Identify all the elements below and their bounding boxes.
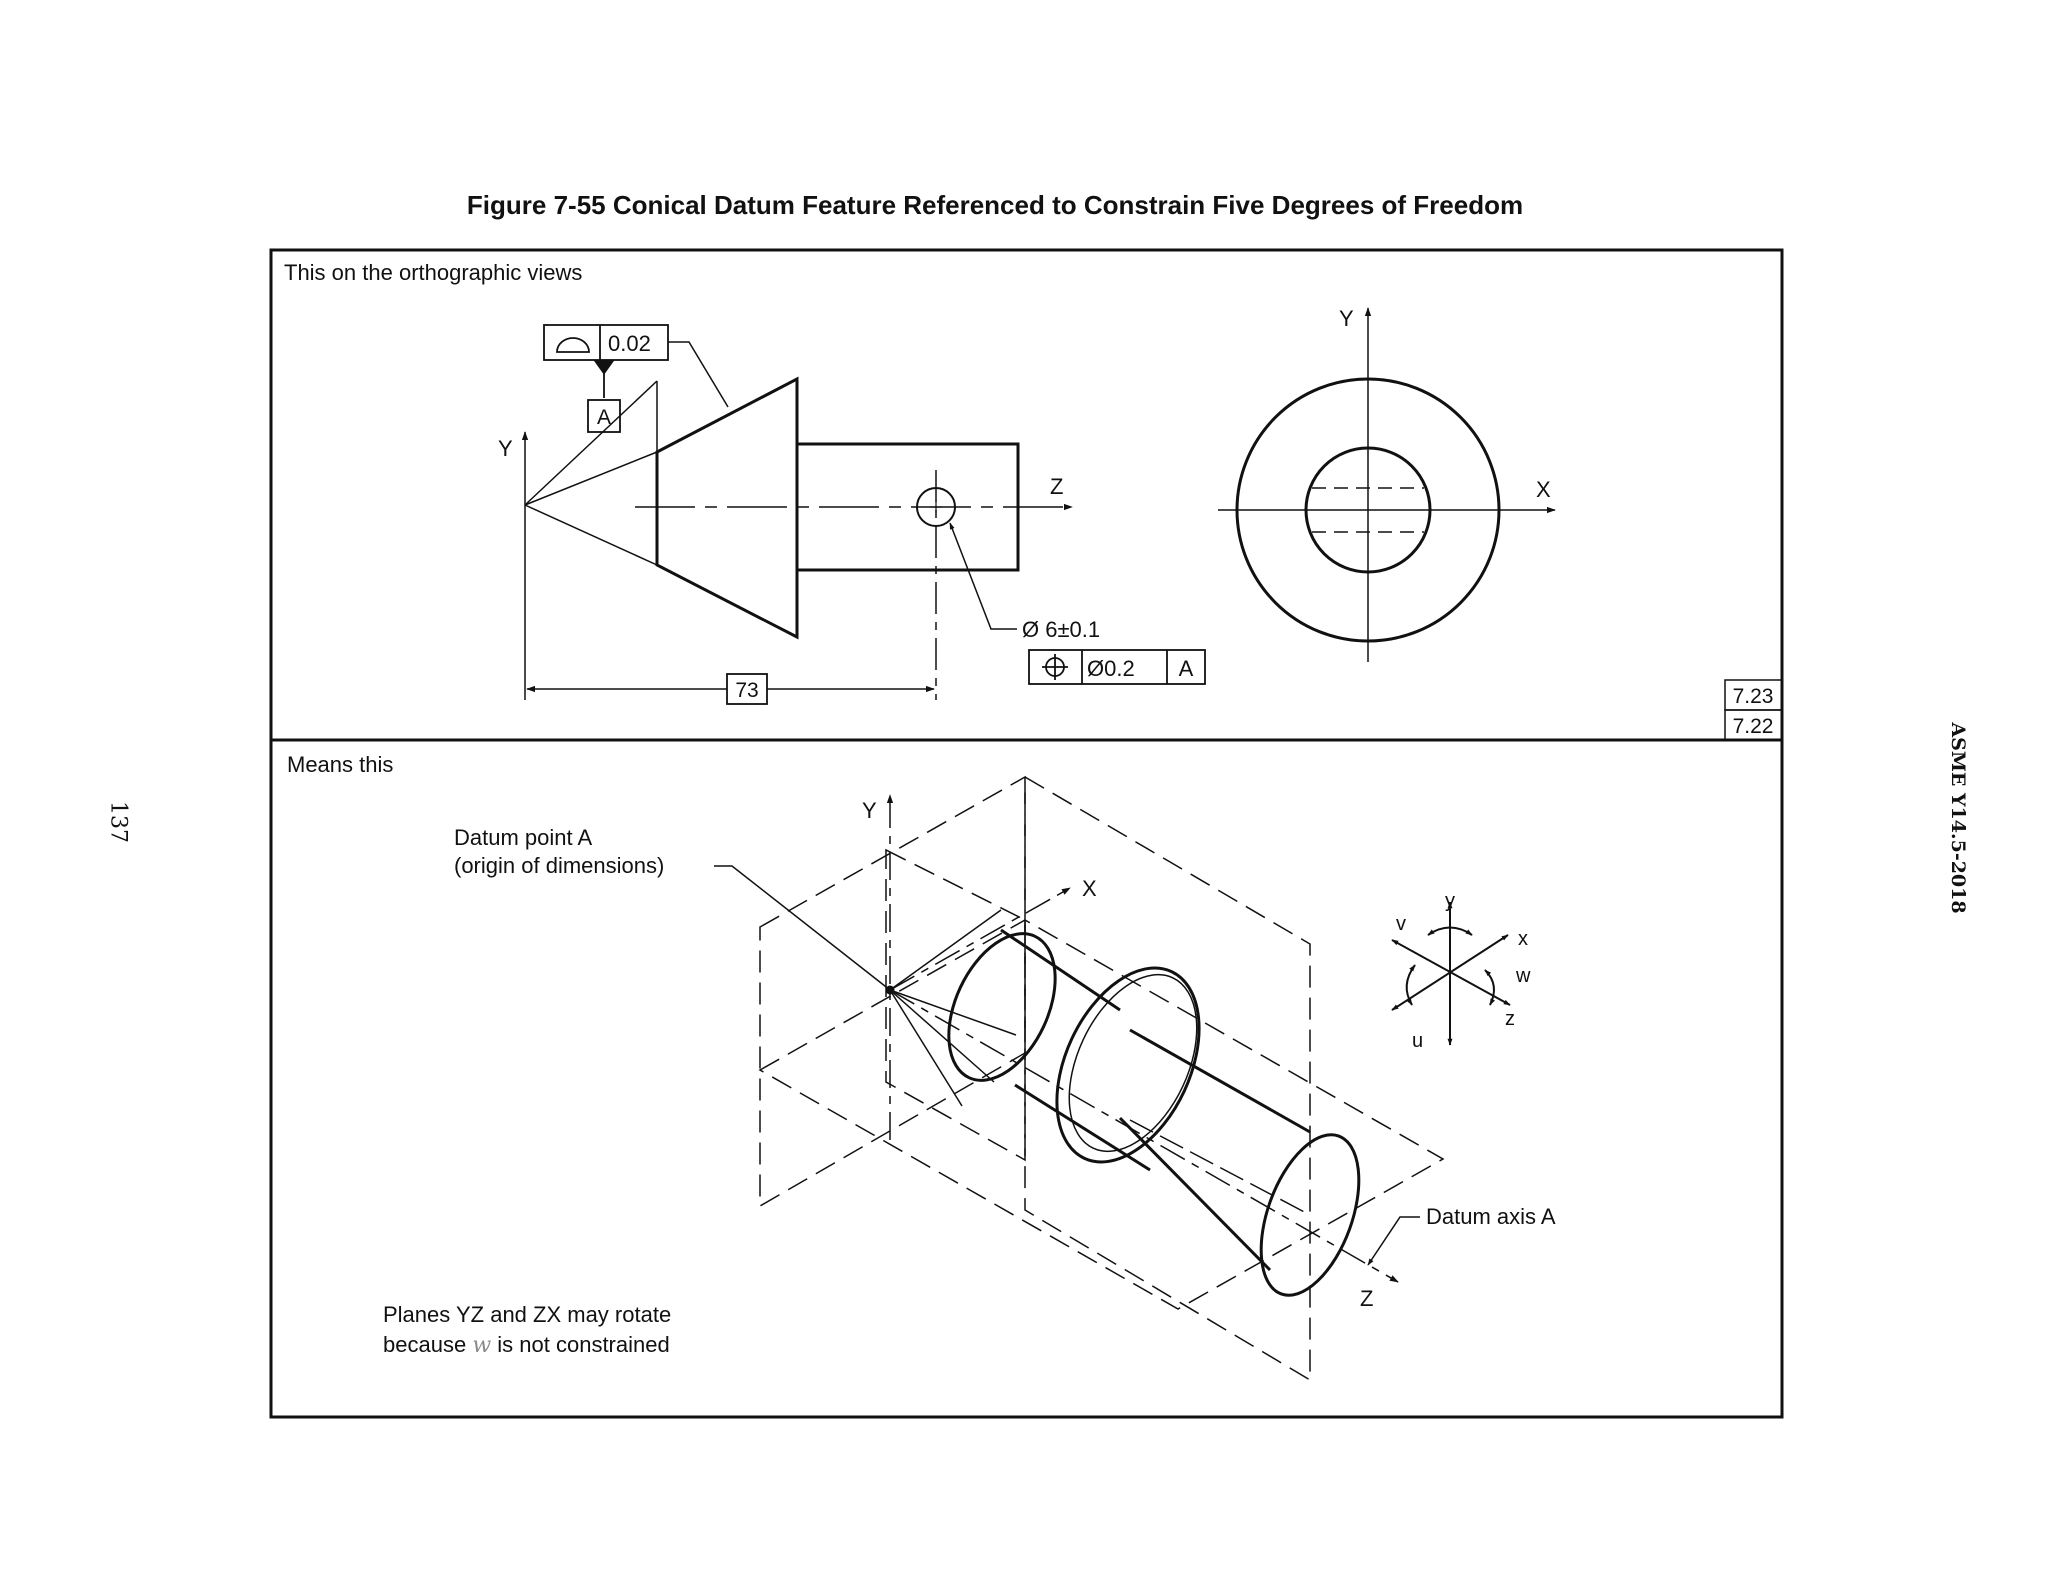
dof-z-label: z (1505, 1008, 1515, 1030)
profile-of-surface-icon (556, 337, 590, 353)
iso-x-axis (889, 887, 1071, 991)
cone-line-1 (889, 909, 1002, 991)
dof-x-label: x (1518, 928, 1528, 950)
cone-back-edge (524, 504, 658, 566)
hole-dimension: Ø 6±0.1 (1022, 617, 1100, 642)
end-view-y-label: Y (1339, 306, 1354, 331)
datum-point-label-2: (origin of dimensions) (454, 853, 664, 878)
position-icon (1042, 654, 1068, 680)
dof-w-label: w (1515, 965, 1531, 987)
cone-silhouette-top (1000, 928, 1121, 1012)
end-view-x-label: X (1536, 477, 1551, 502)
shaft-bottom-edge (1118, 1116, 1272, 1272)
degrees-of-freedom-icon (1391, 901, 1511, 1046)
datum-a-box (587, 399, 621, 433)
iso-z-axis (889, 989, 1399, 1283)
datum-axis-label: Datum axis A (1426, 1204, 1556, 1229)
note-line-2-suffix: is not constrained (497, 1332, 669, 1357)
note-line-1: Planes YZ and ZX may rotate (383, 1302, 671, 1327)
end-plane (1024, 775, 1311, 1382)
datum-triangle (593, 359, 615, 375)
datum-a-label: A (597, 406, 611, 429)
z-axis-label: Z (1050, 474, 1063, 499)
zx-plane (758, 919, 1445, 1310)
top-panel-caption: This on the orthographic views (284, 260, 582, 285)
bottom-panel-caption: Means this (287, 752, 393, 777)
dimension-73-box (726, 673, 768, 705)
shaft-top-edge (1129, 1028, 1311, 1134)
cone-large-end (1055, 966, 1201, 1164)
shaft-end-face (1259, 1133, 1361, 1297)
note-line-2-var: w (472, 1333, 491, 1358)
figure-title: Figure 7-55 Conical Datum Feature Refere… (466, 190, 1524, 220)
dof-y-label: y (1445, 890, 1455, 912)
conical-datum-feature (655, 376, 799, 640)
xy-plane (885, 848, 1026, 1162)
bottom-panel: Means this Y X Z (287, 752, 1556, 1382)
figure-frame (269, 248, 1784, 1419)
position-datum: A (1179, 656, 1194, 681)
position-fcf (1028, 649, 1206, 685)
section-ref-1: 7.23 (1733, 685, 1774, 708)
y-axis-label: Y (498, 436, 513, 461)
note-line-2: because w is not constrained (383, 1332, 670, 1358)
profile-leader (668, 341, 729, 408)
section-ref-2: 7.22 (1733, 715, 1774, 738)
cone-small-end (947, 932, 1057, 1082)
note-line-2-prefix: because (383, 1332, 466, 1357)
iso-z-label: Z (1360, 1286, 1373, 1311)
profile-tolerance: 0.02 (608, 331, 651, 356)
cone-line-2 (889, 989, 963, 1107)
datum-point-label-1: Datum point A (454, 825, 593, 850)
iso-x-label: X (1082, 876, 1097, 901)
dimension-73: 73 (735, 679, 758, 702)
datum-axis-leader (1367, 1216, 1420, 1266)
datum-point-leader (714, 865, 891, 991)
section-ref-box-2 (1724, 709, 1783, 741)
cone-line-4 (889, 989, 995, 1083)
iso-y-label: Y (862, 798, 877, 823)
dof-u-label: u (1412, 1030, 1423, 1052)
position-tolerance: Ø0.2 (1087, 656, 1135, 681)
cone-large-end-inner (1068, 973, 1198, 1153)
hole-leader (949, 522, 1017, 630)
top-panel: This on the orthographic views Z Y 73 0.… (284, 260, 1783, 741)
dof-v-label: v (1396, 913, 1406, 935)
